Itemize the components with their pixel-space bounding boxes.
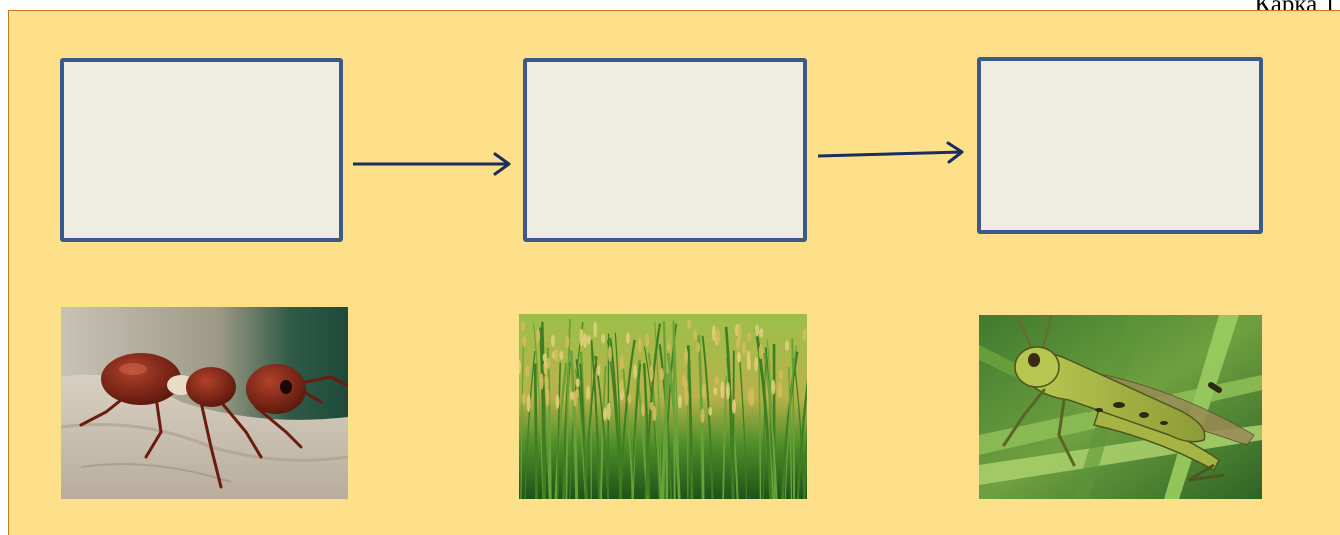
ant-photo[interactable] bbox=[61, 307, 348, 499]
food-chain-box-1[interactable] bbox=[60, 58, 343, 242]
rice-stalks bbox=[519, 319, 807, 499]
rice-plants-photo[interactable] bbox=[519, 314, 807, 499]
diagram-canvas bbox=[8, 10, 1340, 535]
grasshopper-photo[interactable] bbox=[979, 315, 1262, 499]
arrow-2-to-3 bbox=[817, 141, 964, 164]
food-chain-box-3[interactable] bbox=[977, 57, 1263, 234]
food-chain-box-2[interactable] bbox=[523, 58, 807, 242]
arrow-1-to-2 bbox=[353, 152, 511, 176]
